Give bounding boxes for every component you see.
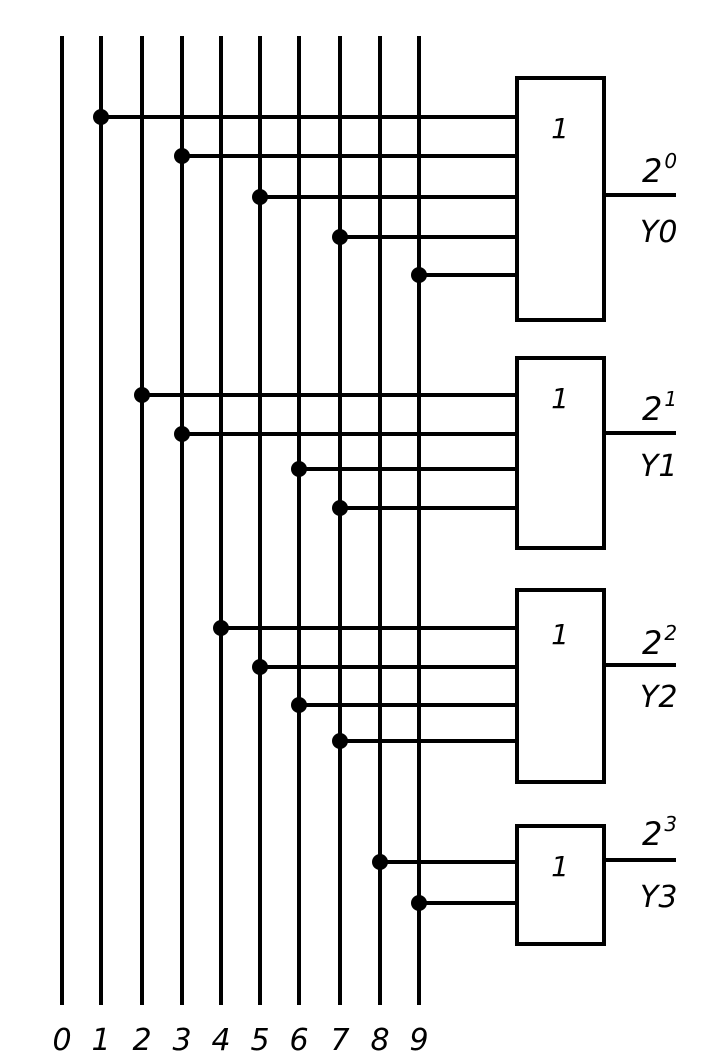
weight-base: 2: [642, 815, 662, 853]
gate-symbol: 1: [551, 618, 569, 651]
junction-dot: [134, 387, 150, 403]
input-label: 2: [132, 1023, 151, 1058]
junction-dot: [93, 109, 109, 125]
input-label: 9: [409, 1023, 428, 1058]
output-name: Y1: [640, 449, 677, 484]
weight-exponent: 3: [664, 812, 677, 836]
junction-dot: [252, 189, 268, 205]
junction-dot: [332, 229, 348, 245]
junction-dot: [411, 267, 427, 283]
input-label: 7: [330, 1023, 349, 1058]
input-label: 0: [52, 1023, 71, 1058]
or-gate-1: [515, 356, 606, 550]
output-name: Y0: [640, 215, 677, 250]
input-label: 6: [289, 1023, 308, 1058]
or-gate-0: [515, 76, 606, 322]
junction-dot: [213, 620, 229, 636]
input-label: 3: [172, 1023, 191, 1058]
input-label: 8: [370, 1023, 389, 1058]
or-gate-2: [515, 588, 606, 784]
weight-base: 2: [642, 624, 662, 662]
junction-dot: [174, 148, 190, 164]
junction-dot: [372, 854, 388, 870]
junction-dot: [332, 733, 348, 749]
input-label: 4: [211, 1023, 230, 1058]
or-gate-3: [515, 824, 606, 946]
input-label: 1: [91, 1023, 110, 1058]
gate-symbol: 1: [551, 850, 569, 883]
weight-exponent: 1: [664, 387, 677, 411]
output-name: Y3: [640, 880, 677, 915]
junction-dot: [174, 426, 190, 442]
weight-exponent: 2: [664, 621, 677, 645]
gate-symbol: 1: [551, 112, 569, 145]
input-label: 5: [250, 1023, 269, 1058]
junction-dot: [291, 697, 307, 713]
junction-dot: [411, 895, 427, 911]
weight-exponent: 0: [664, 149, 677, 173]
gate-symbol: 1: [551, 382, 569, 415]
weight-base: 2: [642, 152, 662, 190]
output-name: Y2: [640, 680, 677, 715]
weight-base: 2: [642, 390, 662, 428]
junction-dot: [332, 500, 348, 516]
junction-dot: [252, 659, 268, 675]
junction-dot: [291, 461, 307, 477]
